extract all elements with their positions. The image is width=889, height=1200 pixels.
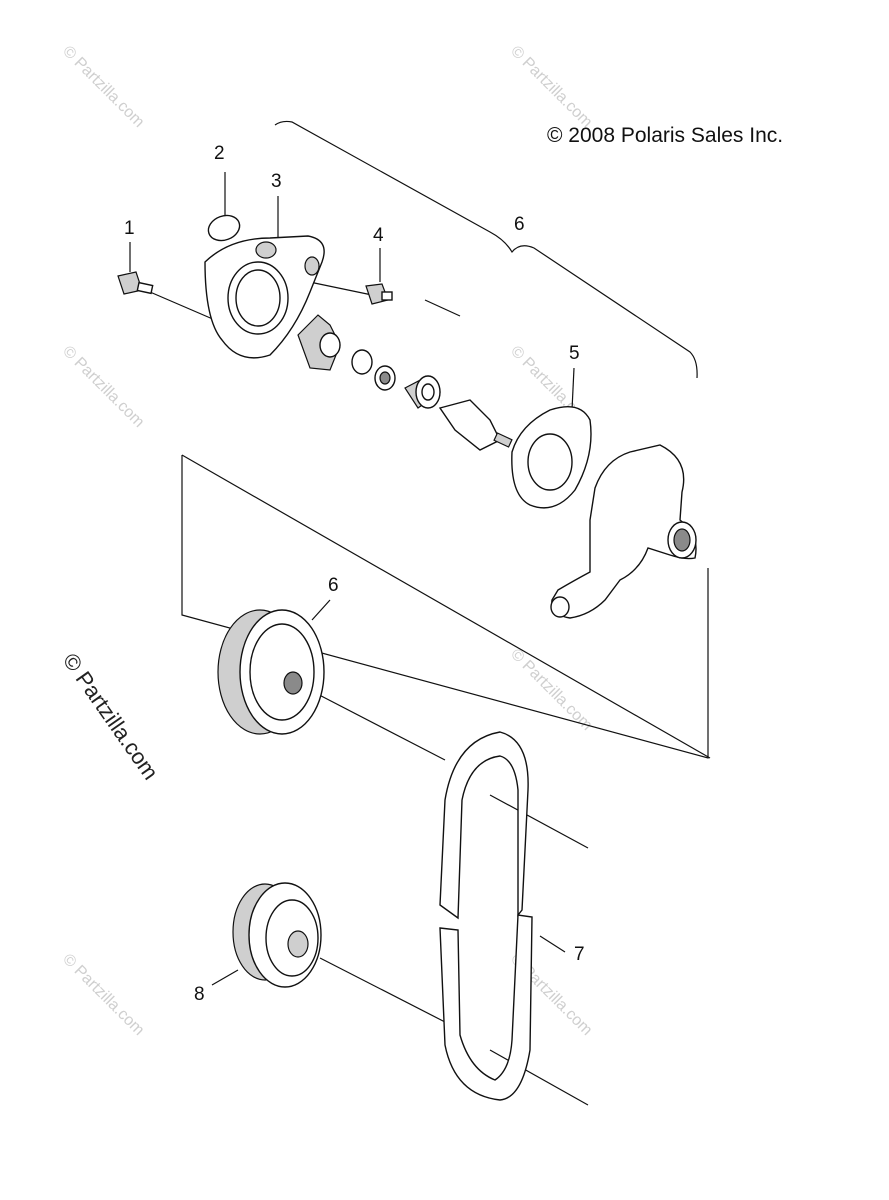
callout-5: 5	[569, 343, 580, 364]
callout-6-assembly: 6	[514, 214, 525, 235]
seal-washer-part-2	[207, 214, 241, 242]
shaft-seals	[351, 349, 441, 409]
watermark-1: © Partzilla.com	[59, 43, 147, 131]
watermark-3: © Partzilla.com	[59, 343, 147, 431]
watermark-5: © Partzilla.com	[507, 646, 595, 734]
watermark-2: © Partzilla.com	[507, 43, 595, 131]
copyright-text: © 2008 Polaris Sales Inc.	[547, 124, 783, 147]
callout-1: 1	[124, 218, 135, 239]
pump-shaft	[438, 399, 513, 451]
callout-6-pulley: 6	[328, 575, 339, 596]
pulley-part-6	[217, 609, 325, 735]
watermark-6: © Partzilla.com	[59, 951, 147, 1039]
watermarks: © Partzilla.com © Partzilla.com © Partzi…	[58, 43, 596, 1039]
callout-3: 3	[271, 171, 282, 192]
bolt-part-4	[365, 283, 393, 305]
pump-cover-part-3	[204, 235, 325, 359]
pump-housing	[550, 444, 697, 619]
assembly-bracket	[274, 120, 698, 379]
watermark-large: © Partzilla.com	[58, 649, 164, 785]
callout-4: 4	[373, 225, 384, 246]
impeller	[297, 314, 341, 371]
callout-2: 2	[214, 143, 225, 164]
leader-lines	[129, 172, 711, 1106]
callout-7: 7	[574, 944, 585, 965]
pulley-part-8	[232, 882, 322, 988]
bolt-part-1	[117, 271, 154, 295]
gasket-part-5	[511, 406, 592, 509]
belt-part-7	[439, 731, 533, 1101]
callout-8: 8	[194, 984, 205, 1005]
